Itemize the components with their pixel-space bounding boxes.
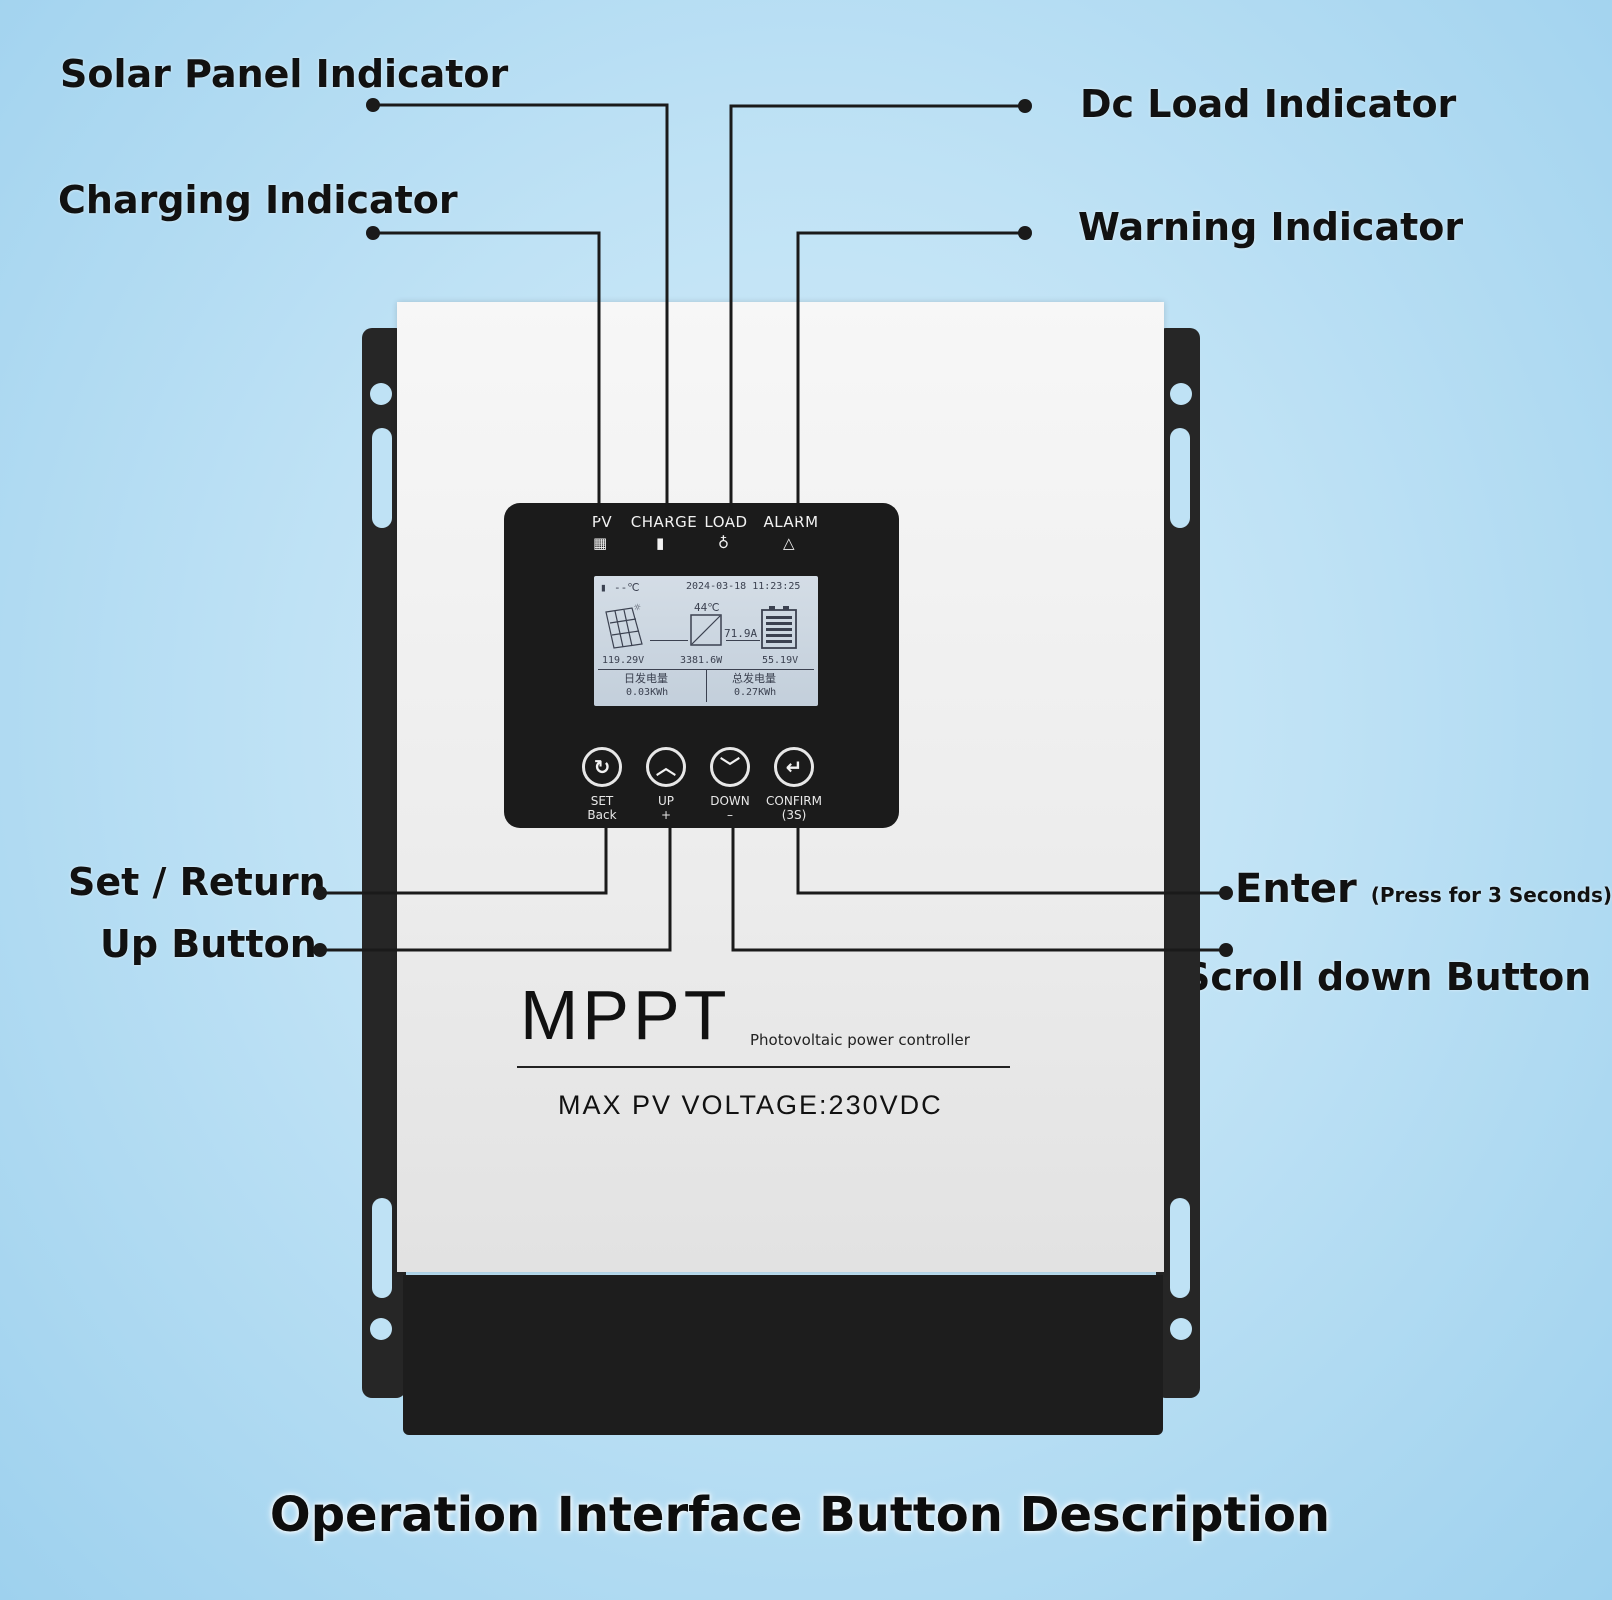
lcd-solar-panel-icon [605, 607, 643, 649]
lcd-temp-left: --℃ [614, 581, 640, 594]
mount-hole [1170, 383, 1192, 405]
mount-slot [1170, 428, 1190, 528]
down-button[interactable]: ﹀ [710, 747, 750, 787]
label-warning-indicator: Warning Indicator [1078, 205, 1464, 249]
mount-slot [1170, 1198, 1190, 1298]
indicator-load-label: LOAD [704, 513, 748, 531]
set-back-button[interactable]: ↻ [582, 747, 622, 787]
chevron-up-icon: ︿ [656, 755, 676, 779]
up-button[interactable]: ︿ [646, 747, 686, 787]
solar-grid-icon: ▦ [593, 534, 608, 552]
max-pv-voltage-spec: MAX PV VOLTAGE:230VDC [558, 1090, 943, 1120]
dot-warning [1018, 226, 1032, 240]
dot-dc-load [1018, 99, 1032, 113]
label-charging-indicator: Charging Indicator [58, 178, 458, 222]
chevron-down-icon: ﹀ [720, 755, 740, 779]
lcd-temp-center: 44℃ [694, 601, 720, 614]
warning-triangle-icon: △ [783, 534, 795, 552]
brand-subtitle: Photovoltaic power controller [750, 1031, 970, 1049]
confirm-button-label: CONFIRM(3S) [766, 794, 822, 822]
lcd-controller-icon [690, 614, 722, 646]
lcd-pv-voltage: 119.29V [602, 655, 645, 666]
label-enter: Enter (Press for 3 Seconds) [1235, 866, 1612, 912]
lcd-divider [598, 669, 814, 670]
lcd-sun-icon: ☼ [634, 601, 641, 614]
control-panel: PV CHARGE LOAD ALARM ▦ ▮ ♁ △ ▮ --℃ 2024-… [504, 503, 899, 828]
lcd-battery-voltage: 55.19V [762, 655, 799, 666]
label-up-button: Up Button [100, 922, 317, 966]
lcd-battery-icon [761, 606, 797, 649]
mount-hole [370, 1318, 392, 1340]
mount-hole [370, 383, 392, 405]
lcd-flow-line [650, 640, 688, 641]
refresh-icon: ↻ [593, 755, 611, 779]
indicator-charge-label: CHARGE [630, 513, 698, 531]
lcd-total-energy-label: 总发电量 [732, 672, 776, 685]
mount-slot [372, 1198, 392, 1298]
lcd-screen: ▮ --℃ 2024-03-18 11:23:25 ☼ 44℃ 71.9A [594, 576, 818, 706]
enter-arrow-icon: ↵ [785, 755, 803, 779]
label-scroll-down-button: Scroll down Button [1183, 955, 1592, 999]
lcd-divider [706, 670, 707, 702]
indicator-alarm-label: ALARM [763, 513, 819, 531]
mount-slot [372, 428, 392, 528]
lcd-power: 3381.6W [680, 655, 723, 666]
mount-hole [1170, 1318, 1192, 1340]
label-solar-panel-indicator: Solar Panel Indicator [60, 52, 509, 96]
lcd-today-energy-value: 0.03KWh [626, 687, 669, 698]
up-button-label: UP+ [657, 794, 675, 822]
label-enter-text: Enter [1235, 866, 1357, 912]
controller-terminal-cover [403, 1275, 1163, 1435]
brand-divider [517, 1066, 1010, 1068]
lcd-today-energy-label: 日发电量 [624, 672, 668, 685]
footer-caption: Operation Interface Button Description [269, 1487, 1331, 1543]
dot-charging [366, 226, 380, 240]
lcd-flow-line [726, 640, 760, 641]
label-dc-load-indicator: Dc Load Indicator [1080, 82, 1457, 126]
bulb-icon: ♁ [718, 534, 729, 552]
indicator-pv-label: PV [591, 513, 613, 531]
label-set-return: Set / Return [68, 860, 326, 904]
lcd-datetime: 2024-03-18 11:23:25 [686, 581, 801, 592]
lcd-current: 71.9A [724, 627, 758, 640]
label-enter-note: (Press for 3 Seconds) [1370, 883, 1612, 907]
dot-enter [1219, 886, 1233, 900]
dot-solar-panel [366, 98, 380, 112]
brand-title: MPPT [520, 976, 731, 1054]
lcd-thermometer-icon: ▮ [600, 581, 607, 594]
confirm-button[interactable]: ↵ [774, 747, 814, 787]
down-button-label: DOWN– [710, 794, 750, 822]
lcd-total-energy-value: 0.27KWh [734, 687, 777, 698]
battery-icon: ▮ [656, 534, 665, 552]
